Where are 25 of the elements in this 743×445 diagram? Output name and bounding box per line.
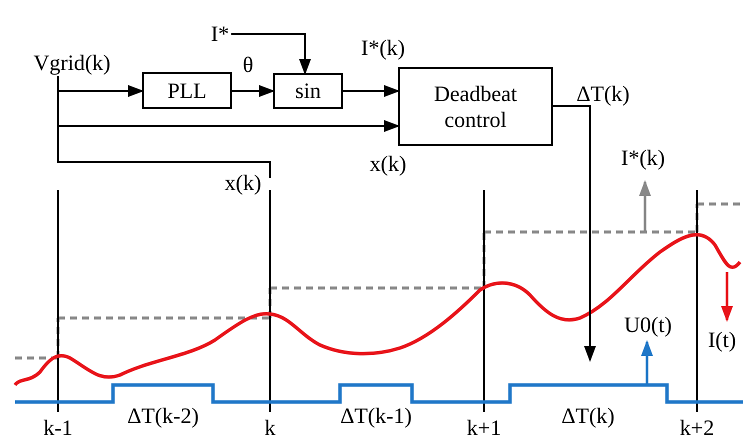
sample-index: k+2: [680, 416, 714, 440]
input-label: I*: [210, 22, 230, 46]
process-box: sin: [273, 73, 343, 109]
edge-label: x(k): [370, 152, 406, 176]
connector-line: [57, 76, 271, 178]
arrow: [553, 105, 596, 362]
signal-label: I*(k): [621, 146, 665, 170]
edge-label: x(k): [224, 171, 262, 195]
arrow: [343, 85, 400, 97]
edge-label: ΔT(k): [576, 82, 630, 106]
interval-label: ΔT(k): [561, 404, 615, 428]
sample-index: k: [264, 416, 276, 440]
arrow: [232, 85, 275, 97]
process-box: PLL: [142, 72, 232, 109]
sample-index: k+1: [466, 416, 502, 440]
input-label: Vgrid(k): [34, 51, 110, 75]
signal-label: U0(t): [624, 313, 672, 337]
interval-label: ΔT(k-1): [340, 404, 412, 428]
interval-label: ΔT(k-2): [127, 404, 199, 428]
arrow: [231, 33, 311, 75]
process-box: Deadbeat control: [398, 67, 553, 146]
edge-label: I*(k): [361, 36, 405, 60]
sample-index: k-1: [43, 416, 73, 440]
signal-label: I(t): [708, 328, 736, 352]
edge-label: θ: [242, 53, 254, 77]
